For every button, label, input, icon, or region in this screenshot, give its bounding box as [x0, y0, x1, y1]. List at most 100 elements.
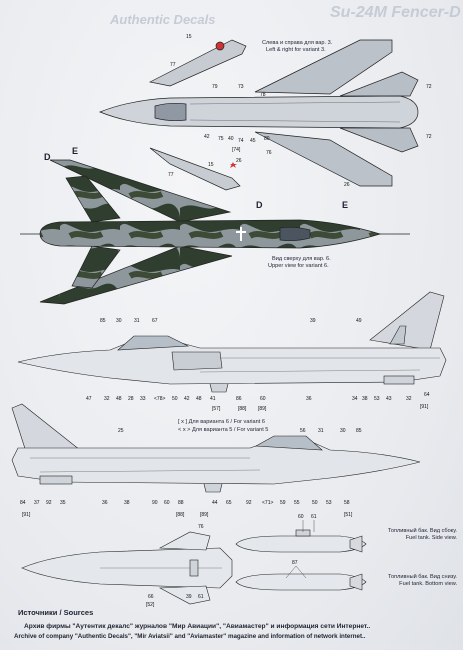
note-variant6: [ x ] Для варианта 6 / For variant 6	[178, 419, 265, 425]
callout: 78	[260, 92, 266, 98]
fuselage-side1	[17, 339, 447, 385]
callout: 26	[344, 182, 350, 188]
callout: 48	[196, 396, 202, 402]
callout: 41	[210, 396, 216, 402]
callout: [52]	[146, 602, 155, 608]
callout: 85	[356, 428, 362, 434]
callout: 80	[264, 136, 270, 142]
callout: 75	[218, 136, 224, 142]
callout: 44	[212, 500, 218, 506]
fuselage-side2	[11, 439, 421, 485]
callout: 72	[426, 134, 432, 140]
callout: 40	[228, 136, 234, 142]
tank-side-caption-ru: Топливный бак. Вид сбоку.	[387, 528, 457, 534]
tank-bottom	[235, 573, 367, 591]
callout: 72	[426, 84, 432, 90]
marker-d-right: D	[256, 200, 263, 210]
note-upper-ru: Вид сверху для вар. 6.	[272, 256, 331, 262]
callout: [91]	[22, 512, 31, 518]
callout: 35	[60, 500, 66, 506]
callout: 58	[344, 500, 350, 506]
camo-tail-lower	[71, 245, 121, 289]
marker-e-left: E	[72, 146, 79, 156]
callout: 49	[356, 318, 362, 324]
callout: 85	[100, 318, 106, 324]
callout: 56	[300, 428, 306, 434]
callout: 28	[128, 396, 134, 402]
sources-heading: Источники / Sources	[18, 608, 94, 617]
top-view-variant3	[99, 39, 419, 191]
canopy-side1	[117, 335, 190, 351]
camo-fuselage	[39, 219, 382, 249]
fuel-tanks	[235, 529, 367, 591]
callout: [91]	[420, 404, 429, 410]
callout: 79	[212, 84, 218, 90]
tank-side	[235, 535, 367, 553]
note-left-right-en: Left & right for variant 3.	[266, 47, 326, 53]
callout: 48	[116, 396, 122, 402]
tank-side-caption-en: Fuel tank. Side view.	[405, 535, 457, 541]
callout: 43	[386, 396, 392, 402]
callout: 92	[46, 500, 52, 506]
wing-lower	[254, 131, 393, 187]
callout: 88	[178, 500, 184, 506]
canopy-top1	[154, 102, 187, 122]
detached-wing-upper	[148, 39, 247, 87]
tank-bottom-caption-ru: Топливный бак. Вид снизу.	[388, 574, 457, 580]
callout: 32	[104, 396, 110, 402]
callout: 73	[238, 84, 244, 90]
tank-bottom-caption-en: Fuel tank. Bottom view.	[399, 581, 457, 587]
callout: 45	[250, 138, 256, 144]
callout: [51]	[344, 512, 353, 518]
callout: 65	[226, 500, 232, 506]
intake-side1	[171, 351, 223, 371]
callout: 15	[208, 162, 214, 168]
callout: 53	[374, 396, 380, 402]
callout: 64	[424, 392, 430, 398]
callout: 42	[204, 134, 210, 140]
callout: 30	[116, 318, 122, 324]
callout: [89]	[258, 406, 267, 412]
callout: [88]	[176, 512, 185, 518]
callout: <71>	[262, 500, 274, 506]
callout: 76	[198, 524, 204, 530]
bottom-view	[21, 531, 233, 605]
callout: 47	[86, 396, 92, 402]
callout: 60	[298, 514, 304, 520]
callout: 61	[311, 514, 317, 520]
callout: [74]	[232, 147, 241, 153]
callout: 42	[184, 396, 190, 402]
callout: 50	[172, 396, 178, 402]
canopy-side2	[254, 435, 323, 451]
fuselage-top1	[99, 95, 419, 129]
callout: 66	[148, 594, 154, 600]
callout: 25	[118, 428, 124, 434]
callout: [88]	[238, 406, 247, 412]
callout: 74	[238, 138, 244, 144]
callout: 39	[310, 318, 316, 324]
note-left-right-ru: Слева и справа для вар. 3.	[262, 40, 333, 46]
callout: [57]	[212, 406, 221, 412]
callout: 61	[198, 594, 204, 600]
callout: 53	[326, 500, 332, 506]
callout: [89]	[200, 512, 209, 518]
camo-tail-upper	[65, 175, 121, 223]
callout: 90	[152, 500, 158, 506]
bottom-wing-stub-upper	[158, 531, 211, 551]
callout: 39	[186, 594, 192, 600]
camo-canopy	[279, 226, 311, 242]
brand-watermark: Authentic Decals	[110, 12, 216, 27]
tank-leader-lines	[285, 520, 315, 579]
note-upper-en: Upper view for variant 6.	[268, 263, 329, 269]
callout: 36	[102, 500, 108, 506]
callout: 84	[20, 500, 26, 506]
callout: 32	[406, 396, 412, 402]
type-watermark: Su-24M Fencer-D	[330, 4, 461, 21]
callout: 38	[362, 396, 368, 402]
callout: 38	[124, 500, 130, 506]
callout: 55	[294, 500, 300, 506]
side-view-upper	[17, 291, 447, 393]
callout: 86	[236, 396, 242, 402]
marker-d-left: D	[44, 152, 51, 162]
